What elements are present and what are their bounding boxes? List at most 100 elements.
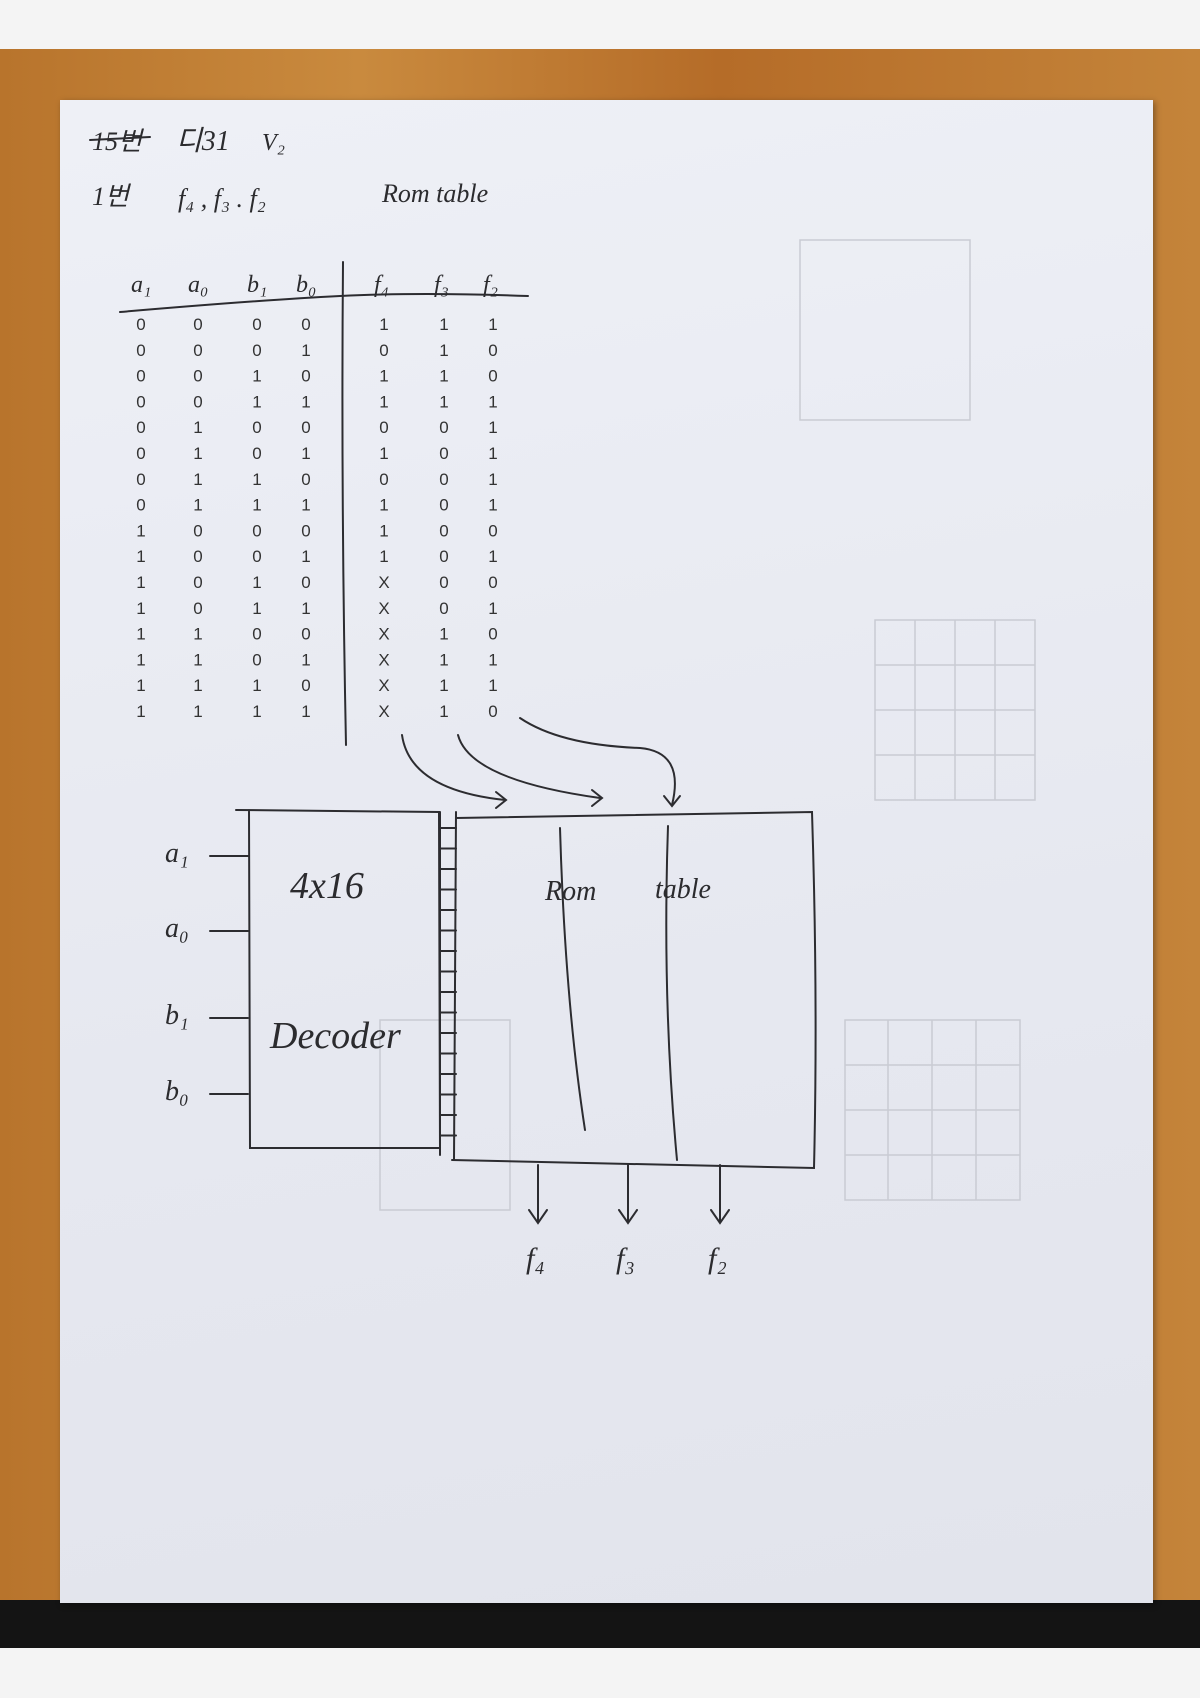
- table-cell: 0: [193, 521, 202, 540]
- table-cell: 1: [193, 418, 202, 437]
- rom-outputs: f₄ f₃ f₂: [526, 1164, 730, 1275]
- table-cell: 1: [301, 341, 310, 360]
- table-cell: 1: [488, 392, 497, 411]
- table-cell: 0: [136, 341, 145, 360]
- table-cell: 1: [488, 676, 497, 695]
- decoder-block: 4x16 Decoder: [235, 809, 442, 1149]
- table-cell: 0: [301, 573, 310, 592]
- table-cell: 1: [439, 650, 448, 669]
- problem-number: 1번: [92, 182, 132, 211]
- table-cell: 1: [252, 573, 261, 592]
- table-cell: 0: [136, 367, 145, 386]
- table-cell: 1: [136, 547, 145, 566]
- table-cell: 1: [193, 702, 202, 721]
- column-header: a₀: [188, 272, 208, 298]
- output-label: f₃: [616, 1242, 635, 1275]
- table-cell: 1: [488, 496, 497, 515]
- decoder-output-lines: [439, 811, 457, 1161]
- show-through-marks: [379, 239, 1036, 1211]
- table-cell: 0: [252, 625, 261, 644]
- table-cell: 0: [252, 650, 261, 669]
- mapping-arrows: [401, 717, 681, 809]
- table-cell: 0: [379, 418, 388, 437]
- table-cell: 1: [301, 702, 310, 721]
- table-label: table: [655, 874, 711, 905]
- table-cell: 0: [252, 315, 261, 334]
- table-cell: X: [378, 676, 389, 695]
- table-cell: 1: [488, 470, 497, 489]
- table-cell: 1: [252, 676, 261, 695]
- table-cell: 1: [136, 573, 145, 592]
- table-cell: 1: [379, 496, 388, 515]
- table-cell: 0: [439, 418, 448, 437]
- table-cell: 1: [301, 392, 310, 411]
- table-cell: 0: [439, 521, 448, 540]
- table-cell: 0: [488, 367, 497, 386]
- table-cell: 0: [301, 676, 310, 695]
- table-cell: 1: [488, 444, 497, 463]
- table-cell: 0: [379, 470, 388, 489]
- header-rule: [119, 293, 529, 313]
- table-cell: 1: [439, 702, 448, 721]
- table-cell: X: [378, 650, 389, 669]
- table-cell: 0: [488, 521, 497, 540]
- table-cell: 0: [439, 496, 448, 515]
- table-cell: 0: [301, 625, 310, 644]
- column-divider: [341, 261, 347, 746]
- arrow-down-icon: [618, 1209, 638, 1225]
- column-header: b₁: [247, 272, 267, 298]
- input-label: b₀: [165, 1076, 189, 1107]
- table-cell: 1: [136, 702, 145, 721]
- table-cell: 0: [252, 444, 261, 463]
- table-cell: 0: [439, 547, 448, 566]
- table-cell: 1: [301, 650, 310, 669]
- column-header: f₂: [483, 272, 498, 298]
- table-cell: 1: [379, 315, 388, 334]
- output-line: f₂: [708, 1164, 730, 1275]
- column-header: a₁: [131, 272, 151, 298]
- input-line: b₁: [165, 1000, 249, 1031]
- table-cell: 0: [193, 367, 202, 386]
- table-cell: 0: [252, 341, 261, 360]
- problem-functions: f₄ , f₃ . f₂: [178, 184, 266, 213]
- table-cell: 1: [136, 676, 145, 695]
- table-cell: 0: [193, 547, 202, 566]
- table-cell: 1: [252, 367, 261, 386]
- table-cell: 0: [136, 444, 145, 463]
- dark-edge: [0, 1600, 1200, 1648]
- table-cell: 0: [301, 367, 310, 386]
- table-cell: 0: [488, 341, 497, 360]
- table-cell: 0: [301, 521, 310, 540]
- table-cell: 0: [439, 599, 448, 618]
- table-cell: 0: [301, 418, 310, 437]
- decoder-size: 4x16: [290, 865, 364, 907]
- decoder-label: Decoder: [269, 1015, 401, 1057]
- table-cell: 1: [488, 650, 497, 669]
- table-cell: X: [378, 625, 389, 644]
- input-line: a₁: [165, 838, 249, 869]
- table-cell: 0: [252, 418, 261, 437]
- problem-title: Rom table: [381, 179, 488, 208]
- output-line: f₄: [526, 1164, 548, 1275]
- table-cell: 0: [488, 625, 497, 644]
- table-cell: 0: [252, 547, 261, 566]
- table-cell: 1: [439, 341, 448, 360]
- table-cell: 1: [379, 367, 388, 386]
- table-cell: 1: [193, 470, 202, 489]
- column-header: f₃: [434, 272, 449, 298]
- table-cell: 0: [439, 573, 448, 592]
- table-cell: 1: [252, 599, 261, 618]
- table-cell: 0: [301, 315, 310, 334]
